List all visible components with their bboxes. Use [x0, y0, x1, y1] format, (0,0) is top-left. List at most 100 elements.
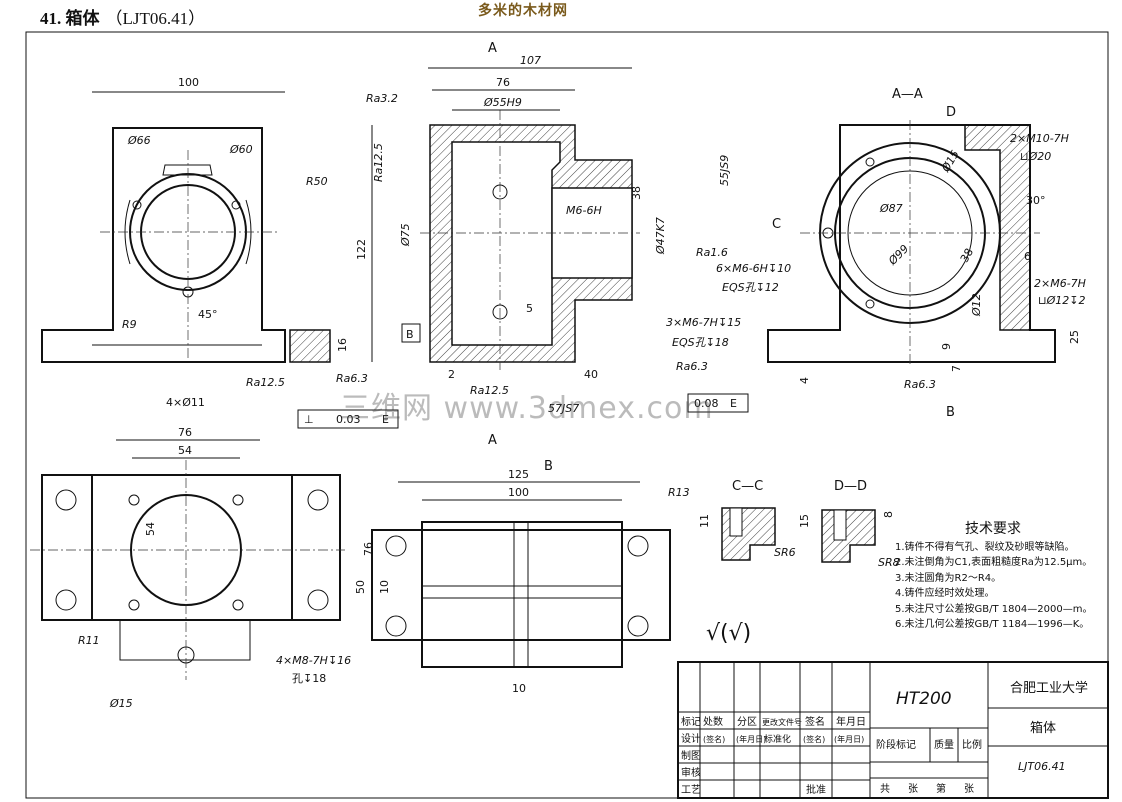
bottom-dim-5: 10: [512, 682, 526, 695]
side-dim-13: 9: [940, 343, 953, 350]
section-dim-4: Ra12.5: [372, 143, 385, 182]
watermark-mid: 三维网 www.3dmex.com: [340, 391, 714, 426]
section-dim-12: 6×M6-6H↧10: [716, 262, 791, 275]
section-dim-1: 76: [496, 76, 510, 89]
bottom-dim-4: 10: [378, 580, 391, 594]
section-dim-21: Ra6.3: [676, 360, 708, 373]
header-title: 41. 箱体: [40, 9, 100, 28]
side-dim-2: ⊔Ø20: [1020, 150, 1051, 163]
front-dim-2: Ø60: [229, 143, 253, 156]
section-title-a-bottom: A: [488, 433, 497, 448]
side-dim-3: 30°: [1026, 194, 1046, 207]
tb-r1-1: 处数: [703, 715, 723, 728]
bottom-dim-0: 125: [508, 468, 529, 481]
section-dim-18: 40: [584, 368, 598, 381]
front-dim-10: E: [382, 413, 389, 426]
title-block: HT200 合肥工业大学 箱体 LJT06.41 标记 处数 分区 更改文件号 …: [677, 661, 1109, 799]
dd-dim-0: 15: [798, 514, 811, 528]
side-dim-7: 38: [958, 246, 976, 265]
front-dim-4: R9: [122, 318, 137, 331]
detail-dd: D—D 15 8 SR8: [798, 479, 900, 569]
page-header: 41. 箱体 （LJT06.41）: [40, 4, 205, 29]
side-dim-1: 2×M10-7H: [1010, 132, 1069, 145]
tb-r2-1: (签名): [703, 734, 725, 744]
tb-r4: 审核: [681, 766, 701, 779]
top-view: 76 54 54 76 R11 Ø15 4×M8-7H↧16 孔↧18: [30, 426, 375, 710]
tb-r2-5: (年月日): [834, 734, 864, 744]
section-dim-15: EQS孔↧18: [672, 336, 729, 349]
tb-col-2: 比例: [962, 738, 982, 751]
tb-r1-5: 年月日: [836, 715, 866, 728]
bottom-dim-1: 100: [508, 486, 529, 499]
tech-req-item-1: 1.铸件不得有气孔、裂纹及砂眼等缺陷。: [895, 541, 1075, 553]
tb-col-1: 质量: [934, 739, 954, 751]
side-view: A—A D 2×M10-7H ⊔Ø20 30° Ø15 Ø87 Ø99 38 6…: [767, 87, 1086, 420]
bottom-dim-2: R13: [668, 486, 690, 499]
tech-req-item-4: 4.铸件应经时效处理。: [895, 588, 995, 599]
tb-r1-0: 标记: [681, 716, 701, 728]
front-dim-3: R50: [306, 175, 328, 188]
tech-req-heading: 技术要求: [965, 521, 1021, 537]
cc-dim-1: SR6: [774, 546, 796, 559]
tb-r5: 工艺: [681, 784, 701, 796]
side-dim-4: Ø15: [939, 148, 962, 175]
section-dim-20: 57JS7: [548, 402, 579, 415]
side-dim-18: B: [946, 405, 955, 420]
tb-r2-2: (年月日): [736, 734, 766, 744]
section-dim-5: 122: [355, 239, 368, 260]
tb-sheet-2: 第: [936, 782, 946, 795]
tb-r3: 制图: [681, 749, 701, 762]
tech-req-item-5: 5.未注尺寸公差按GB/T 1804—2000—m。: [895, 603, 1093, 615]
side-dim-16: 4: [798, 377, 811, 384]
bottom-title: B: [544, 459, 553, 474]
side-dim-14: 7: [950, 365, 963, 372]
side-dim-9: C: [772, 217, 781, 232]
section-dim-11: Ra1.6: [696, 246, 728, 259]
top-dim-5: Ø15: [109, 697, 133, 710]
section-dim-6: Ø75: [399, 223, 412, 247]
tb-part: 箱体: [1030, 720, 1056, 736]
tb-material: HT200: [896, 689, 952, 709]
watermark-top: 多米的木材网: [478, 2, 568, 18]
section-dim-10: Ø47K7: [654, 217, 667, 255]
section-dim-7: M6-6H: [566, 204, 602, 217]
tb-sheet-3: 张: [964, 783, 974, 795]
bottom-view: B 125 100 R13 50 10 10: [354, 459, 690, 695]
front-dim-7: Ra12.5: [246, 376, 285, 389]
side-dim-6: Ø99: [885, 242, 911, 268]
section-dim-9: 55JS9: [718, 155, 731, 186]
cc-dim-0: 11: [698, 514, 711, 528]
dd-dim-1: 8: [882, 511, 895, 518]
front-dim-5: 45°: [198, 308, 218, 321]
tech-req-item-6: 6.未注几何公差按GB/T 1184—1996—K。: [895, 619, 1090, 630]
top-dim-2: 54: [144, 522, 157, 536]
top-dim-3: 76: [362, 542, 375, 556]
section-dim-13: EQS孔↧12: [722, 281, 779, 294]
tb-approve: 批准: [806, 783, 826, 796]
tb-sheet-1: 张: [908, 783, 918, 795]
side-dim-11: ⊔Ø12↧2: [1038, 294, 1085, 307]
side-dim-5: Ø87: [879, 202, 903, 215]
roughness-symbol: √(√): [706, 621, 751, 646]
top-dim-7: 孔↧18: [292, 672, 326, 685]
side-dim-0: D: [946, 105, 956, 120]
front-dim-6: 4×Ø11: [166, 396, 205, 409]
section-dim-19: Ra12.5: [470, 384, 509, 397]
section-dim-3: Ra3.2: [366, 92, 398, 105]
header-code: （LJT06.41）: [105, 9, 206, 28]
top-dim-0: 76: [178, 426, 192, 439]
front-dim-8: Ra6.3: [336, 372, 368, 385]
side-dim-15: 25: [1068, 330, 1081, 344]
tb-r1-2: 分区: [737, 716, 757, 728]
dd-title: D—D: [834, 479, 867, 494]
tb-r1-3: 更改文件号: [762, 717, 802, 727]
section-dim-25: B: [406, 328, 414, 341]
tb-r1-4: 签名: [805, 715, 825, 728]
svg-text:⊥: ⊥: [304, 413, 314, 426]
side-dim-17: Ra6.3: [904, 378, 936, 391]
side-title: A—A: [892, 87, 923, 102]
tech-req-item-2: 2.未注倒角为C1,表面粗糙度Ra为12.5μm。: [895, 557, 1093, 568]
side-dim-8: 6: [1024, 250, 1031, 263]
cc-title: C—C: [732, 479, 763, 494]
tb-r2-0: 设计: [681, 732, 701, 745]
